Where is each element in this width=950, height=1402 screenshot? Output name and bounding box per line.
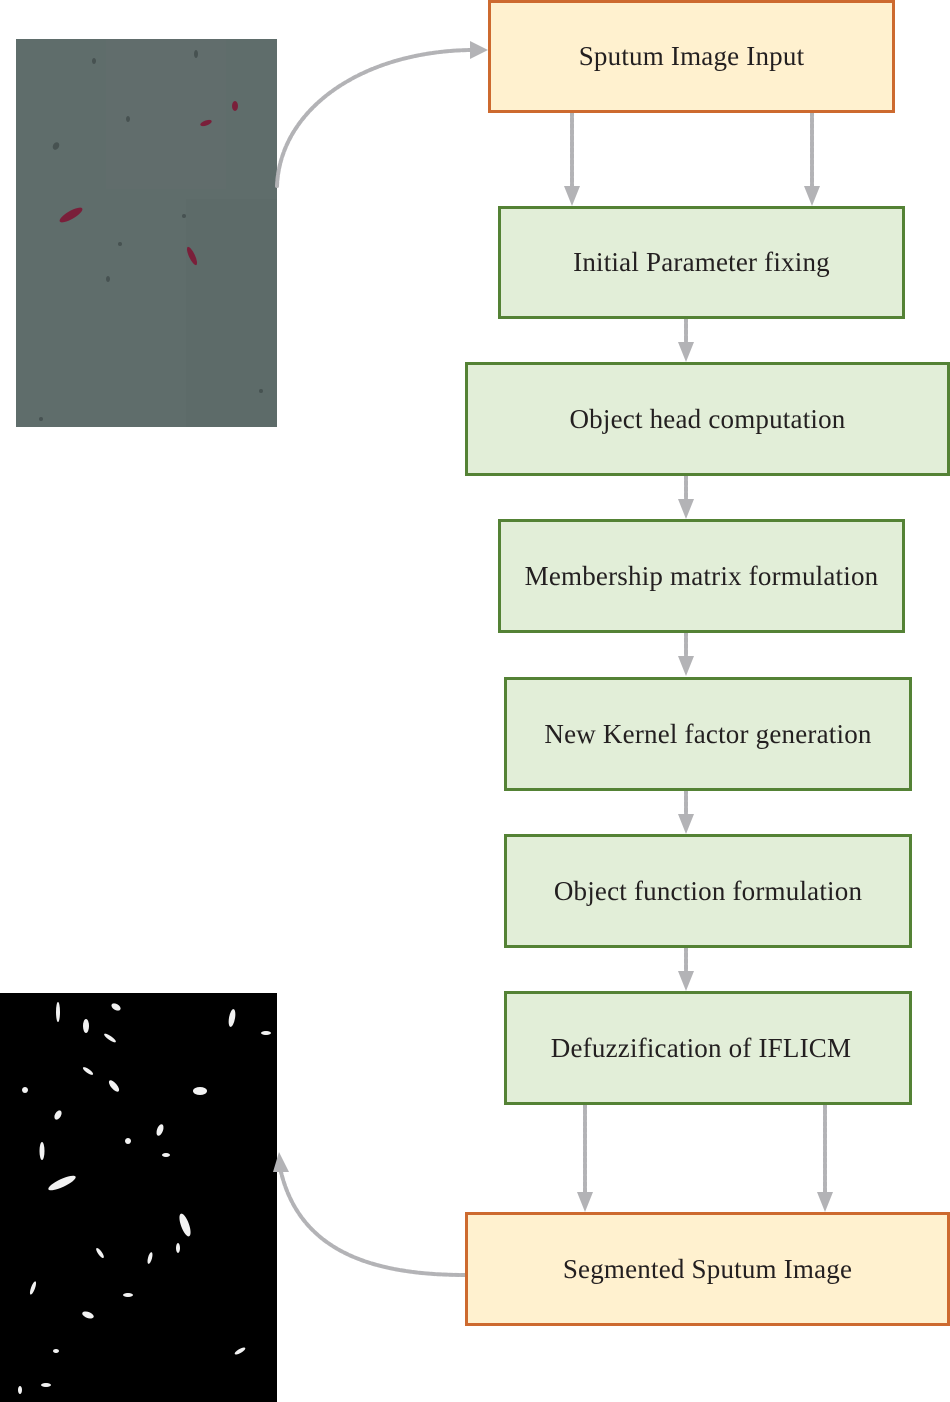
curved-arrow-output [279, 1170, 467, 1277]
node-label: Membership matrix formulation [524, 560, 879, 591]
curved-arrow-input [275, 48, 472, 188]
node-label: Defuzzification of IFLICM [550, 1032, 852, 1063]
sputum-microscopy-texture [16, 39, 277, 427]
node-label: Object head computation [569, 403, 846, 434]
arrowhead-icon [678, 499, 694, 519]
arrowhead-icon [804, 186, 820, 206]
node-label: Sputum Image Input [578, 41, 805, 71]
arrowhead-icon [470, 41, 488, 59]
node-membership-matrix-formulation: Membership matrix formulation [498, 519, 905, 633]
node-label: Segmented Sputum Image [562, 1253, 853, 1284]
node-label: Object function formulation [553, 875, 863, 906]
node-label: Initial Parameter fixing [573, 247, 830, 277]
node-new-kernel-factor-generation: New Kernel factor generation [504, 677, 912, 791]
segmented-bacilli-texture [0, 993, 277, 1402]
arrowhead-icon [577, 1192, 593, 1212]
node-sputum-image-input: Sputum Image Input [488, 0, 895, 113]
node-label: New Kernel factor generation [544, 718, 872, 749]
arrowhead-icon [678, 971, 694, 991]
arrowhead-icon [564, 186, 580, 206]
arrowhead-icon [678, 814, 694, 834]
node-object-function-formulation: Object function formulation [504, 834, 912, 948]
node-initial-parameter-fixing: Initial Parameter fixing [498, 206, 905, 319]
segmented-output-image [0, 993, 277, 1402]
arrowhead-icon [678, 342, 694, 362]
node-object-head-computation: Object head computation [465, 362, 950, 476]
node-segmented-sputum-image: Segmented Sputum Image [465, 1212, 950, 1326]
arrowhead-icon [678, 656, 694, 676]
input-sputum-image [16, 39, 277, 427]
arrowhead-icon [817, 1192, 833, 1212]
node-defuzzification-of-iflicm: Defuzzification of IFLICM [504, 991, 912, 1105]
